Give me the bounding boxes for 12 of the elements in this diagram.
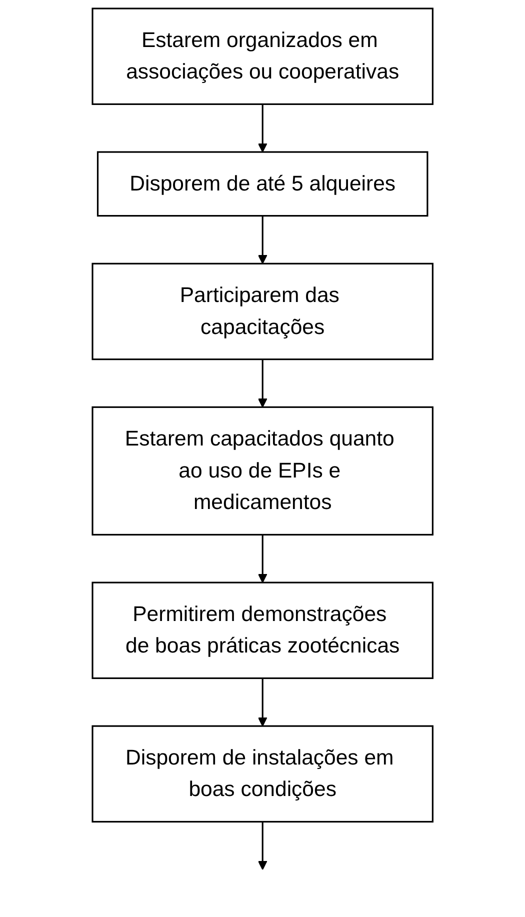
node-box: Permitirem demonstrações de boas práticas zootécnicas [92,582,434,680]
arrow [258,104,268,152]
arrow [258,822,268,870]
arrow [258,678,268,726]
node-box: Estarem capacitados quanto ao uso de EPIs e medicamentos [92,406,434,536]
arrow [258,359,268,408]
node-box: Disporem de até 5 alqueires [96,151,428,217]
node-box: Disporem de instalações em boas condições [92,725,434,823]
arrow [258,216,268,264]
node-box: Participarem das capacitações [92,262,434,360]
arrow [258,534,268,583]
node-box: Estarem organizados em associações ou cooperativas [92,8,434,105]
